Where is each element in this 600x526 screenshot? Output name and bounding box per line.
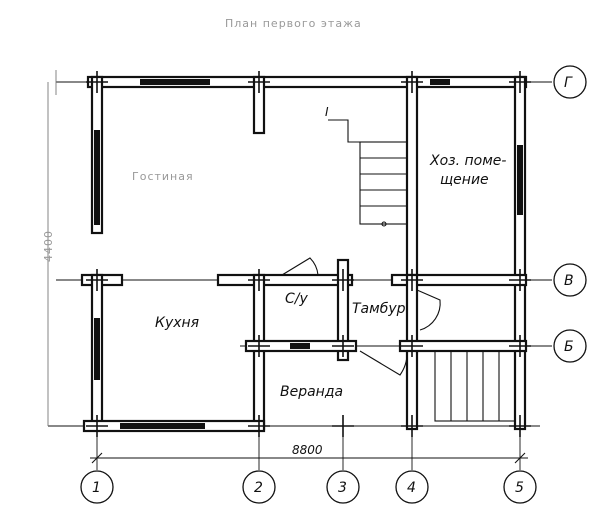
left-dimension-label: 4400 bbox=[42, 230, 55, 262]
row-bubble-g bbox=[553, 65, 587, 99]
room-vestibule: Тамбур bbox=[352, 301, 406, 317]
door-swings bbox=[281, 257, 441, 376]
dimension-label: 8800 bbox=[292, 443, 323, 457]
col-label-5: 5 bbox=[515, 480, 524, 496]
row-label-b: Б bbox=[564, 339, 574, 355]
dimension-line bbox=[90, 452, 528, 464]
room-bathroom: С/у bbox=[285, 291, 308, 307]
col-label-3: 3 bbox=[338, 480, 347, 496]
col-label-1: 1 bbox=[92, 480, 101, 496]
left-dimension bbox=[47, 70, 57, 426]
col-label-2: 2 bbox=[254, 480, 263, 496]
walls bbox=[80, 75, 528, 433]
row-bubble-v bbox=[553, 263, 587, 297]
plan-title: План первого этажа bbox=[225, 17, 362, 30]
stair-mark: I bbox=[325, 105, 329, 119]
row-label-v: В bbox=[564, 273, 574, 289]
stair-upper bbox=[328, 119, 408, 227]
column-bubbles bbox=[80, 470, 537, 504]
stair-veranda bbox=[434, 350, 516, 422]
col-label-4: 4 bbox=[407, 480, 416, 496]
row-bubble-b bbox=[553, 329, 587, 363]
room-kitchen: Кухня bbox=[155, 315, 199, 331]
room-living: Гостиная bbox=[132, 170, 194, 183]
row-label-g: Г bbox=[564, 75, 573, 91]
row-bubbles bbox=[553, 65, 587, 363]
room-utility-line2: щение bbox=[440, 172, 489, 188]
room-utility-line1: Хоз. поме- bbox=[429, 153, 506, 169]
room-veranda: Веранда bbox=[280, 384, 343, 400]
log-joints bbox=[86, 71, 531, 437]
